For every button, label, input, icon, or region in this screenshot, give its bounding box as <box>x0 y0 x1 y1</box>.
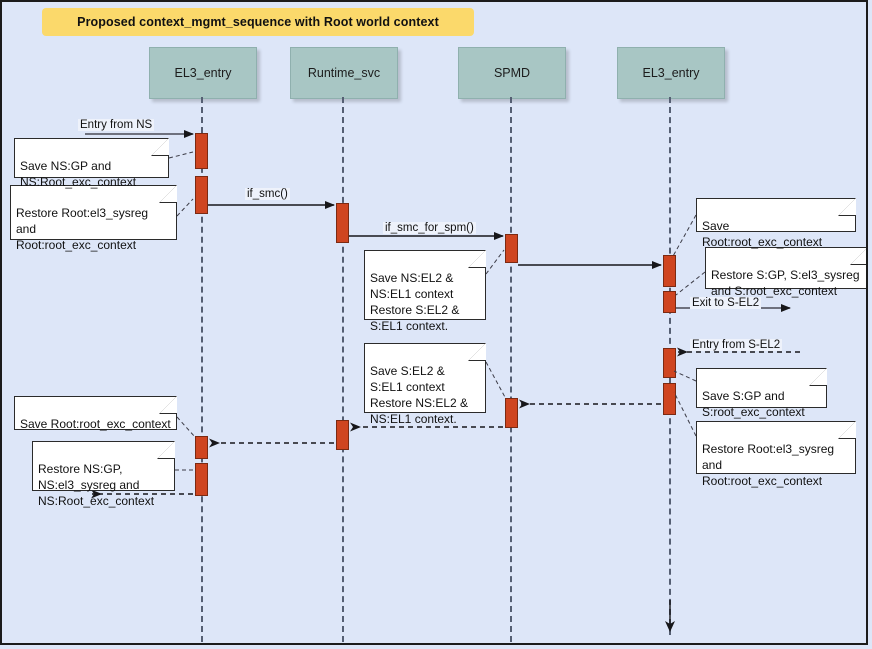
activation-bar[interactable] <box>336 203 349 243</box>
message-label-exit-to-s-el2: Exit to S-EL2 <box>690 297 762 309</box>
lifeline-line-spmd <box>510 97 512 642</box>
message-label-entry-from-s-el2: Entry from S-EL2 <box>690 339 783 351</box>
note-restore-s-gp: Restore S:GP, S:el3_sysreg and S:root_ex… <box>705 247 868 298</box>
note-save-ns-el2-restore-s-el2: Save NS:EL2 & NS:EL1 context Restore S:E… <box>364 250 486 333</box>
activation-bar[interactable] <box>663 348 676 378</box>
message-label-if-smc: if_smc() <box>245 188 290 200</box>
activation-bar[interactable] <box>195 463 208 496</box>
note-connector <box>176 198 194 217</box>
activation-bar[interactable] <box>195 436 208 459</box>
note-restore-root-el3-sysreg-bottom: Restore Root:el3_sysreg and Root:root_ex… <box>696 421 856 488</box>
note-connector <box>671 214 697 259</box>
lifeline-header-el3-entry-2[interactable]: EL3_entry <box>617 47 725 99</box>
lifeline-label: SPMD <box>493 66 531 80</box>
diagram-title-banner: Proposed context_mgmt_sequence with Root… <box>42 8 474 36</box>
page-title: Proposed context_mgmt_sequence with Root… <box>77 15 439 29</box>
lifeline-label: EL3_entry <box>642 66 700 80</box>
lifeline-label: Runtime_svc <box>307 66 381 80</box>
lifeline-label: EL3_entry <box>174 66 232 80</box>
note-save-root-exc-context-top: Save Root:root_exc_context <box>696 198 856 249</box>
note-connector <box>675 271 706 296</box>
note-connector <box>168 151 194 159</box>
note-connector <box>673 370 697 382</box>
activation-bar[interactable] <box>336 420 349 450</box>
lifeline-header-el3-entry-1[interactable]: EL3_entry <box>149 47 257 99</box>
note-save-root-exc-context-bottom: Save Root:root_exc_context <box>14 396 177 431</box>
note-save-s-gp: Save S:GP and S:root_exc_context <box>696 368 827 419</box>
lifeline-header-spmd[interactable]: SPMD <box>458 47 566 99</box>
message-label-entry-from-ns: Entry from NS <box>78 119 155 131</box>
activation-bar[interactable] <box>663 291 676 313</box>
note-connector <box>485 361 507 400</box>
note-save-s-el2-restore-ns-el2: Save S:EL2 & S:EL1 context Restore NS:EL… <box>364 343 486 426</box>
lifeline-line-runtime-svc <box>342 97 344 642</box>
lifeline-header-runtime-svc[interactable]: Runtime_svc <box>290 47 398 99</box>
activation-bar[interactable] <box>663 255 676 287</box>
note-restore-root-el3-sysreg: Restore Root:el3_sysreg and Root:root_ex… <box>10 185 177 252</box>
note-connector <box>485 249 505 275</box>
activation-bar[interactable] <box>505 234 518 263</box>
activation-bar[interactable] <box>195 133 208 169</box>
activation-bar[interactable] <box>505 398 518 428</box>
note-save-ns-gp: Save NS:GP and NS:Root_exc_context <box>14 138 169 189</box>
lifeline-line-el3-entry-1 <box>201 97 203 642</box>
note-connector <box>673 391 697 437</box>
note-restore-ns-gp: Restore NS:GP, NS:el3_sysreg and NS:Root… <box>32 441 175 508</box>
message-label-if-smc-for-spm: if_smc_for_spm() <box>383 222 476 234</box>
note-connector <box>176 416 196 438</box>
activation-bar[interactable] <box>663 383 676 415</box>
activation-bar[interactable] <box>195 176 208 214</box>
